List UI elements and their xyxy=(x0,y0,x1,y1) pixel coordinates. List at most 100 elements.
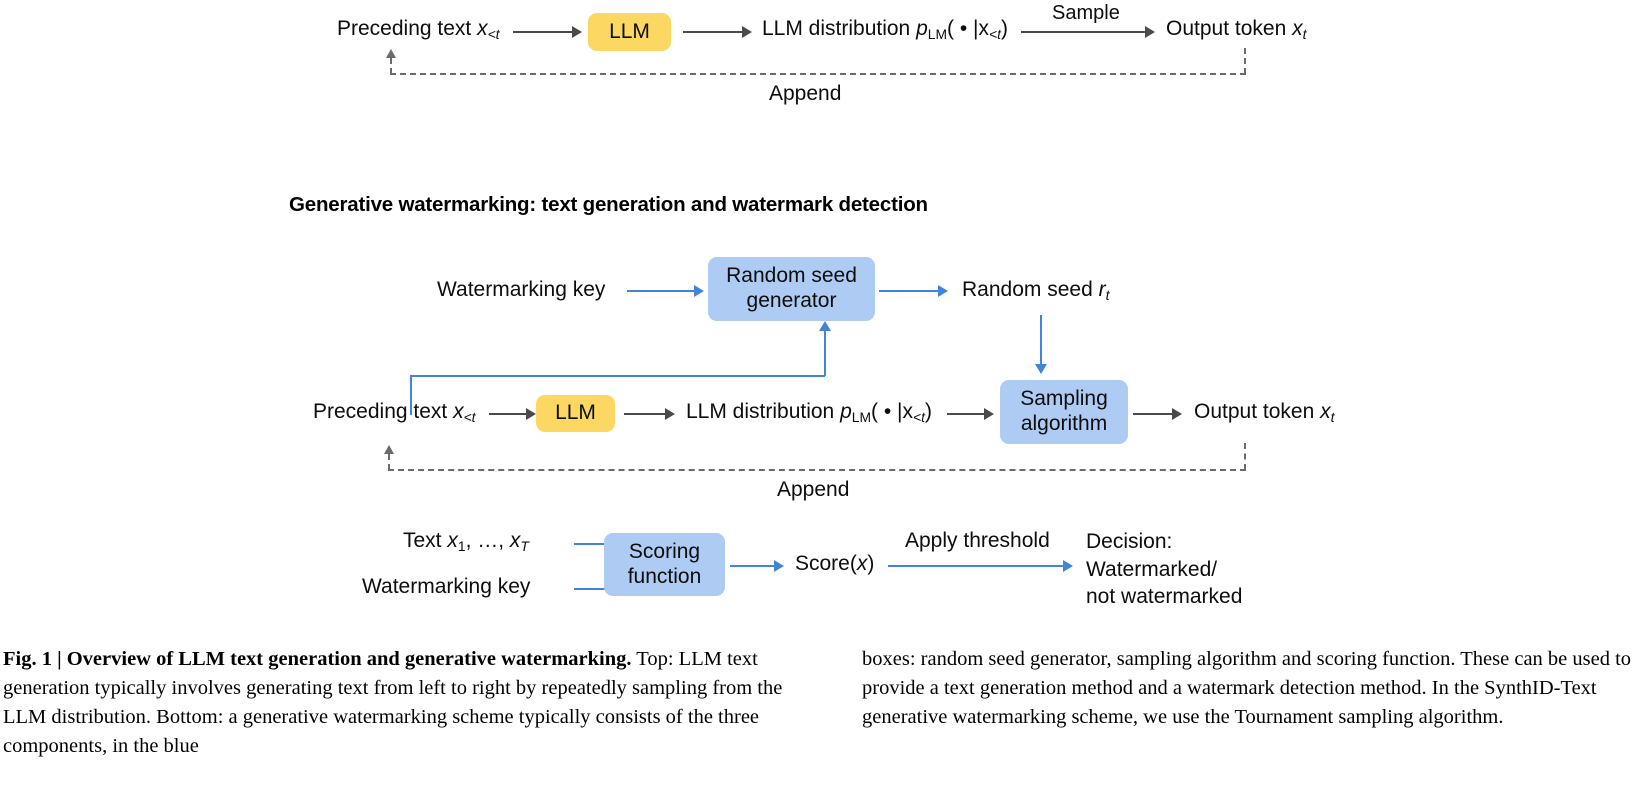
sampling-algorithm-label-line1: Sampling xyxy=(1020,387,1108,411)
caption-figure-label: Fig. 1 | Overview of LLM text generation… xyxy=(3,648,632,670)
detection-arrow-apply-threshold xyxy=(888,565,1066,567)
scoring-function-box: Scoring function xyxy=(604,533,725,596)
top-arrowhead-llm-to-dist xyxy=(742,26,752,38)
generation-arrowhead-llm-to-dist xyxy=(665,408,675,420)
bottom-diagram: Watermarking key Random seed generator R… xyxy=(313,257,1334,503)
detection-text-label: Text x1, …, xT xyxy=(403,528,529,554)
section-heading-text: Generative watermarking: text generation… xyxy=(289,193,928,216)
top-arrow-sample xyxy=(1021,31,1148,33)
generation-arrowhead-key-to-generator xyxy=(694,285,704,297)
caption-paragraph-left: Fig. 1 | Overview of LLM text generation… xyxy=(3,645,793,761)
generation-arrow-dist-to-sampling xyxy=(947,413,987,415)
generation-arrow-generator-to-seed xyxy=(879,290,941,292)
generation-feedback-vertical-left xyxy=(410,375,412,415)
top-distribution-label: LLM distribution pLM( • |x<t) xyxy=(762,16,1008,42)
generation-feedback-horizontal xyxy=(410,375,825,377)
generation-arrowhead-input-to-llm xyxy=(526,408,536,420)
top-distribution-close: ) xyxy=(1000,17,1008,40)
decision-label: Decision: Watermarked/ not watermarked xyxy=(1086,528,1242,611)
top-arrow-input-to-llm xyxy=(513,31,575,33)
random-seed-label: Random seed rt xyxy=(962,277,1109,303)
random-seed-generator-label-line1: Random seed xyxy=(726,264,857,288)
top-distribution-prefix: LLM distribution xyxy=(762,17,917,40)
caption-right-body: boxes: random seed generator, sampling a… xyxy=(862,648,1632,729)
top-append-text: Append xyxy=(769,82,842,105)
sampling-algorithm-label-line2: algorithm xyxy=(1020,412,1108,435)
generation-feedback-vertical-right xyxy=(824,330,826,376)
generation-distribution-p: p xyxy=(840,400,852,423)
top-preceding-text-label: Preceding text x<t xyxy=(337,16,500,42)
top-append-arrowhead xyxy=(386,49,396,58)
generation-output-token-label: Output token xt xyxy=(1194,399,1334,425)
detection-watermarking-key-label: Watermarking key xyxy=(362,574,530,600)
detection-text-prefix: Text xyxy=(403,529,448,552)
generation-distribution-close: ) xyxy=(924,400,932,423)
detection-watermarking-key-text: Watermarking key xyxy=(362,575,531,598)
top-preceding-text-sub: <t xyxy=(487,26,500,43)
generation-watermarking-key-label: Watermarking key xyxy=(437,277,605,303)
random-seed-generator-box: Random seed generator xyxy=(708,257,875,321)
caption-left-body: Top: LLM text generation typically invol… xyxy=(3,648,783,758)
generation-distribution-p-sub: LM xyxy=(851,409,872,426)
detection-arrowhead-scoring-to-score xyxy=(774,560,784,572)
detection-arrow-scoring-to-score xyxy=(730,565,777,567)
top-sample-label: Sample xyxy=(1052,1,1120,26)
detection-text-mid: , …, xyxy=(465,529,510,552)
generation-preceding-text-prefix: Preceding text xyxy=(313,400,454,423)
scoring-function-label-line1: Scoring xyxy=(628,539,701,563)
detection-arrow-text-to-scoring xyxy=(574,543,622,545)
caption-right-column: boxes: random seed generator, sampling a… xyxy=(862,645,1644,732)
generation-watermarking-key-text: Watermarking key xyxy=(437,278,606,301)
generation-append-text: Append xyxy=(777,478,850,501)
generation-output-var: x xyxy=(1320,400,1331,423)
generation-arrowhead-sampling-to-output xyxy=(1172,408,1182,420)
detection-arrow-key-to-scoring xyxy=(574,588,622,590)
detection-text-var2: x xyxy=(509,529,521,552)
generation-arrow-key-to-generator xyxy=(627,290,697,292)
caption-left-column: Fig. 1 | Overview of LLM text generation… xyxy=(3,645,793,761)
top-preceding-text-var: x xyxy=(477,17,488,40)
top-append-vertical-left xyxy=(390,58,392,74)
random-seed-prefix: Random seed xyxy=(962,278,1099,301)
top-append-label: Append xyxy=(769,81,841,107)
detection-text-sub1: 1 xyxy=(457,538,466,555)
score-label: Score(x) xyxy=(795,551,874,577)
generation-output-sub: t xyxy=(1330,409,1335,426)
detection-text-var1: x xyxy=(447,529,458,552)
apply-threshold-label: Apply threshold xyxy=(905,528,1050,554)
generation-arrowhead-generator-to-seed xyxy=(938,285,948,297)
detection-arrowhead-apply-threshold xyxy=(1063,560,1073,572)
top-llm-box-label: LLM xyxy=(609,19,650,43)
generation-append-vertical-left xyxy=(388,454,390,470)
top-output-token-label: Output token xt xyxy=(1166,16,1306,42)
generation-arrow-input-to-llm xyxy=(489,413,529,415)
top-sample-text: Sample xyxy=(1052,2,1120,24)
top-distribution-args-sub: <t xyxy=(989,26,1001,43)
top-preceding-text-prefix: Preceding text xyxy=(337,17,478,40)
score-close: ) xyxy=(867,552,875,575)
generation-arrow-seed-to-sampling xyxy=(1040,315,1042,367)
top-output-var: x xyxy=(1292,17,1303,40)
detection-diagram: Text x1, …, xT Watermarking key Scoring … xyxy=(362,528,1242,611)
generation-distribution-label: LLM distribution pLM( • |x<t) xyxy=(686,399,932,425)
scoring-function-label-line2: function xyxy=(627,564,702,588)
top-distribution-p: p xyxy=(916,17,928,40)
top-distribution-args: ( • |x xyxy=(947,17,990,40)
generation-preceding-text-label: Preceding text x<t xyxy=(313,399,476,425)
decision-line-3: not watermarked xyxy=(1086,585,1243,609)
random-seed-sub: t xyxy=(1105,287,1110,304)
section-heading: Generative watermarking: text generation… xyxy=(289,193,928,217)
top-arrow-llm-to-dist xyxy=(683,31,745,33)
generation-distribution-args: ( • |x xyxy=(871,400,914,423)
generation-append-label: Append xyxy=(777,477,849,503)
decision-line-2: Watermarked/ xyxy=(1086,557,1218,581)
top-diagram: Preceding text x<t LLM LLM distribution … xyxy=(0,0,1645,120)
top-arrowhead-sample xyxy=(1145,26,1155,38)
generation-llm-box-label: LLM xyxy=(555,401,596,425)
random-seed-var: r xyxy=(1098,278,1106,301)
caption-paragraph-right: boxes: random seed generator, sampling a… xyxy=(862,645,1644,732)
generation-arrowhead-seed-to-sampling xyxy=(1035,364,1047,374)
top-output-sub: t xyxy=(1302,26,1307,43)
apply-threshold-text: Apply threshold xyxy=(905,529,1050,552)
